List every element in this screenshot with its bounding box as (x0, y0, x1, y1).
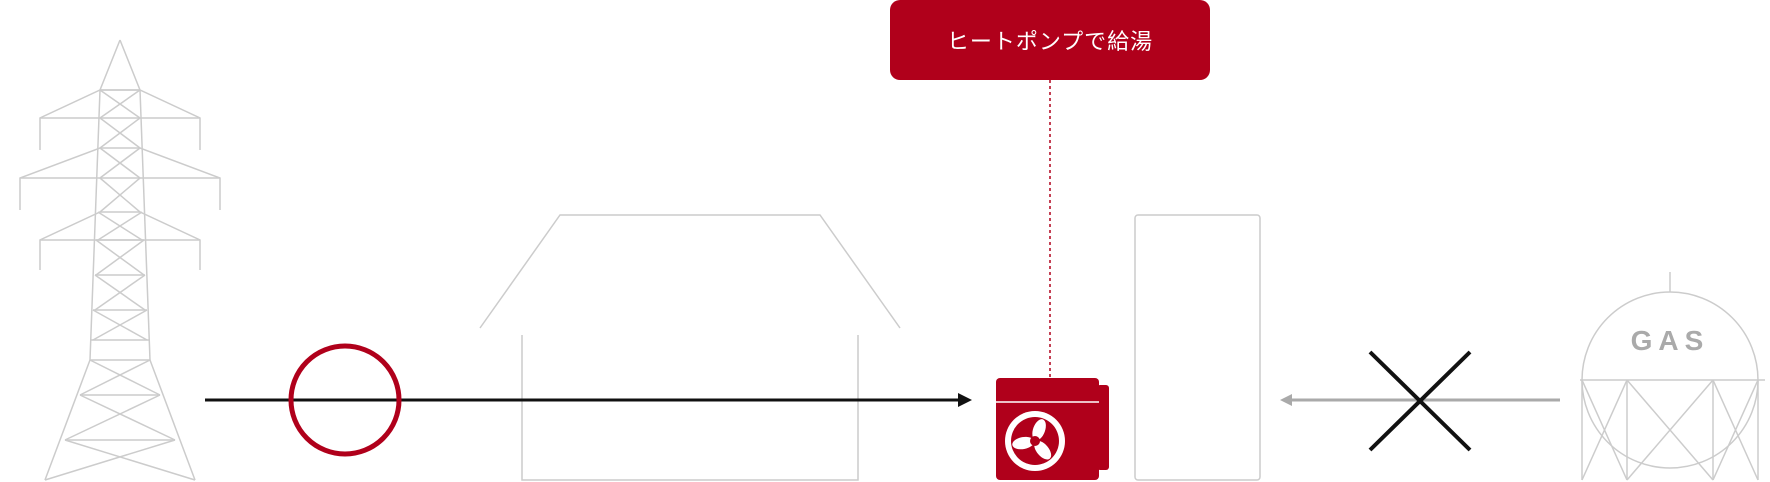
callout-label: ヒートポンプで給湯 (946, 30, 1154, 55)
gas-tank-label: GAS (1631, 325, 1710, 356)
power-tower-icon (19, 39, 221, 481)
water-tank-icon (1134, 214, 1261, 481)
house-icon (479, 214, 901, 481)
ok-circle-icon (288, 343, 402, 457)
heat-pump-icon (996, 378, 1109, 480)
cross-icon (1368, 350, 1472, 452)
heat-pump-callout: ヒートポンプで給湯 (890, 0, 1210, 80)
gas-arrow (1280, 394, 1560, 406)
gas-tank-icon (1580, 272, 1765, 481)
electricity-arrow (205, 393, 972, 407)
